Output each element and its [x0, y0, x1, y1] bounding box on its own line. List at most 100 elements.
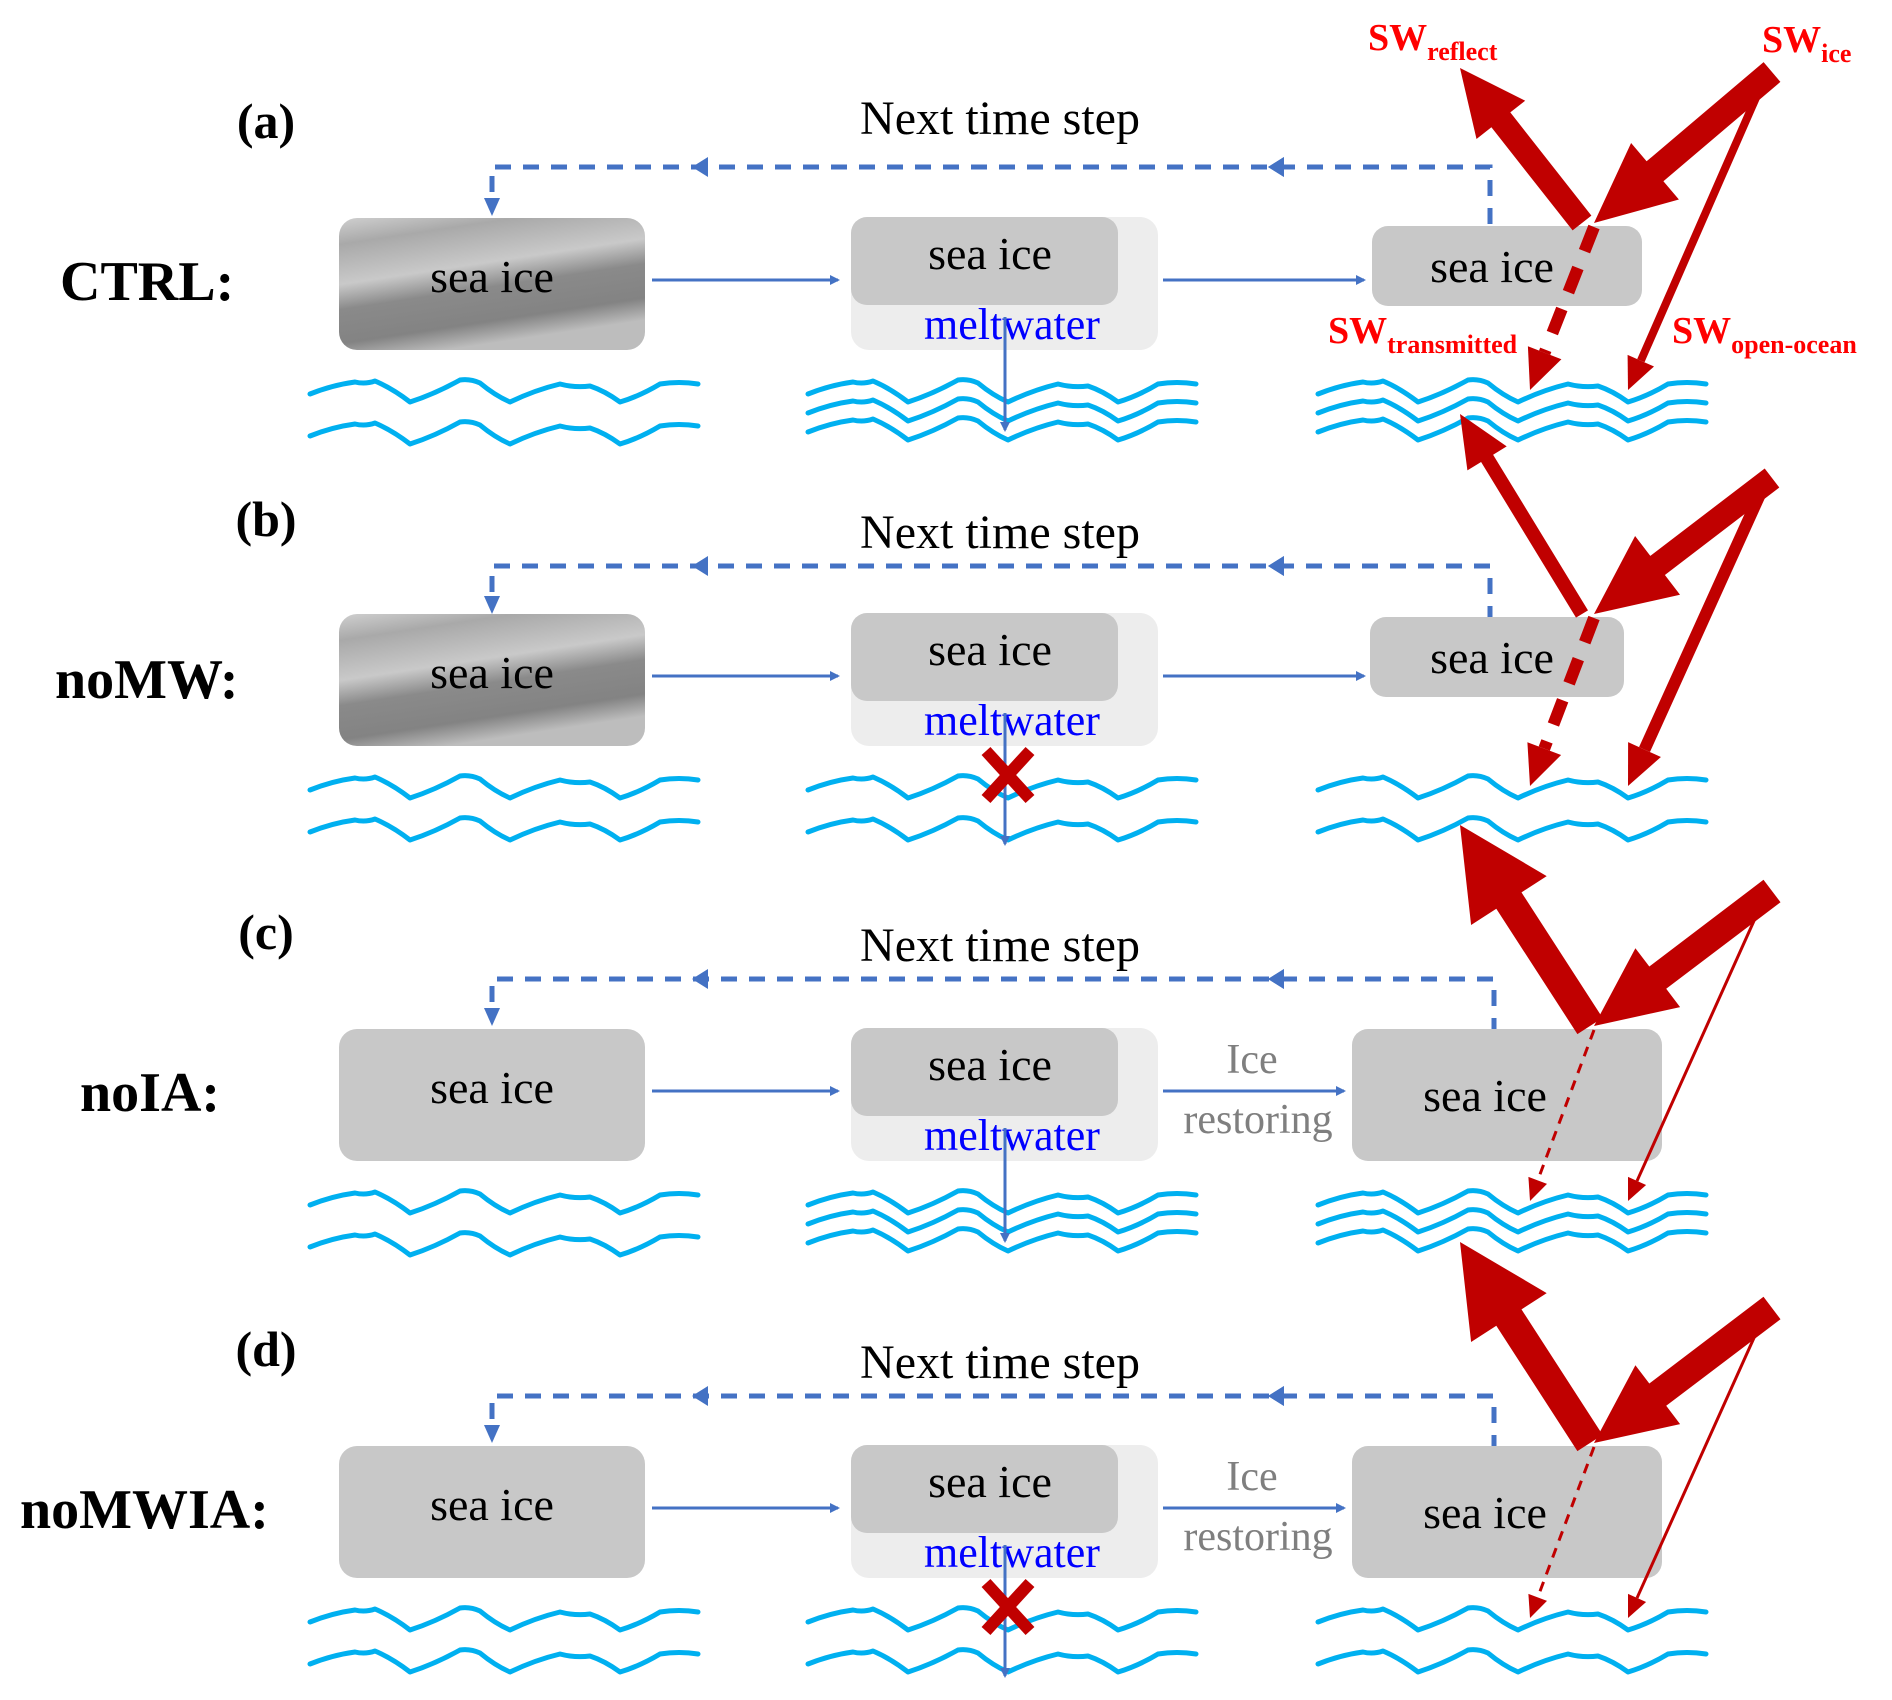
meltwater-label: meltwater — [924, 1528, 1100, 1577]
x-stroke — [981, 746, 1035, 804]
sw-reflect-label: SWreflect — [1368, 17, 1498, 66]
arrow-shaft — [1536, 1029, 1596, 1181]
chevron-left-icon — [1268, 556, 1284, 576]
water-wave-line — [307, 1188, 701, 1216]
water-wave-line — [307, 1647, 701, 1675]
panel-letter: (a) — [237, 93, 295, 149]
shortwave-radiation-arrows — [1460, 825, 1781, 1201]
next-time-step-label: Next time step — [860, 1336, 1140, 1389]
sw-ice-label: SWice — [1762, 19, 1851, 68]
arrowhead-down-icon — [484, 1008, 500, 1026]
water-wave-line — [307, 815, 701, 843]
next-time-step-feedback-arrow — [484, 1386, 1497, 1451]
sea-ice-label: sea ice — [928, 624, 1052, 675]
sea-ice-box-melting — [851, 613, 1118, 701]
chevron-left-icon — [692, 969, 708, 989]
arrow-shaft — [1538, 615, 1600, 751]
shortwave-radiation-arrows — [1460, 1242, 1781, 1618]
sw-reflected-arrow — [1460, 825, 1603, 1035]
shortwave-radiation-arrows — [1460, 62, 1781, 390]
sea-ice-box-initial — [339, 614, 645, 746]
next-time-step-label: Next time step — [860, 92, 1140, 145]
arrowhead — [1627, 354, 1654, 390]
arrowhead-down-icon — [484, 596, 500, 614]
arrowhead — [1628, 1176, 1647, 1201]
sea-ice-label: sea ice — [928, 1039, 1052, 1090]
panel-letter: (d) — [235, 1321, 296, 1377]
sw-transmitted-arrow — [1528, 1029, 1596, 1201]
arrow-shaft — [1539, 224, 1600, 355]
sea-ice-box-final — [1370, 617, 1624, 697]
dashed-line — [489, 563, 1493, 622]
water-wave-line — [805, 1188, 1199, 1216]
water-wave-line — [805, 396, 1199, 424]
arrowhead — [1628, 1593, 1647, 1618]
sea-ice-label: sea ice — [928, 228, 1052, 279]
sea-ice-box-initial — [339, 1029, 645, 1161]
arrow-shaft — [1639, 487, 1768, 753]
ice-restoring-label: restoring — [1183, 1514, 1332, 1560]
sw-open-ocean-arrow — [1628, 487, 1768, 786]
sea-ice-box-final — [1352, 1029, 1662, 1161]
sw-reflected-arrow — [1460, 68, 1592, 231]
arrowhead-down-icon — [484, 1425, 500, 1443]
ocean-left — [307, 1188, 701, 1258]
sw-transmitted-label: SWtransmitted — [1328, 310, 1518, 359]
sw-label-subscript: ice — [1821, 39, 1851, 68]
next-time-step-label: Next time step — [860, 506, 1140, 559]
water-wave-line — [805, 1647, 1199, 1675]
sw-incoming-arrow — [1594, 1296, 1781, 1443]
ocean-right — [1315, 1188, 1709, 1254]
arrowhead — [1527, 742, 1562, 786]
sea-ice-label: sea ice — [1430, 241, 1554, 292]
sw-incoming-arrow — [1594, 62, 1781, 223]
ice-restoring-label: Ice — [1226, 1037, 1277, 1083]
water-wave-line — [805, 815, 1199, 843]
water-wave-line — [1315, 377, 1709, 405]
sw-label-subscript: reflect — [1427, 37, 1498, 66]
water-wave-line — [1315, 1647, 1709, 1675]
chevron-left-icon — [692, 157, 708, 177]
sea-ice-label: sea ice — [928, 1456, 1052, 1507]
water-wave-line — [1315, 1605, 1709, 1633]
sw-incoming-arrow — [1594, 468, 1780, 614]
experiment-label: noIA: — [80, 1062, 220, 1124]
experiment-label: noMWIA: — [20, 1479, 269, 1541]
sea-ice-box-melting — [851, 1445, 1118, 1533]
arrow-shaft — [1637, 82, 1766, 363]
sw-label-main: SW — [1368, 17, 1427, 59]
water-wave-line — [805, 1226, 1199, 1254]
sea-ice-label: sea ice — [1423, 1070, 1547, 1121]
sw-open-ocean-label: SWopen-ocean — [1672, 310, 1857, 359]
water-wave-line — [805, 1207, 1199, 1235]
sw-label-subscript: transmitted — [1387, 330, 1518, 359]
panel-d: (d) noMWIA: Next time step sea ice sea ice me… — [20, 1242, 1781, 1678]
arrowhead-down-icon — [484, 198, 500, 216]
next-time-step-feedback-arrow — [484, 556, 1493, 622]
water-wave-line — [805, 415, 1199, 443]
arrow-shaft — [1536, 1446, 1596, 1598]
x-stroke — [981, 1578, 1035, 1636]
sea-ice-label: sea ice — [430, 1479, 554, 1530]
chevron-left-icon — [692, 556, 708, 576]
sw-label-subscript: open-ocean — [1731, 330, 1857, 359]
sea-ice-label: sea ice — [1430, 632, 1554, 683]
ocean-left — [307, 773, 701, 843]
chevron-left-icon — [1268, 969, 1284, 989]
water-wave-line — [1315, 396, 1709, 424]
water-wave-line — [1315, 1226, 1709, 1254]
sw-label-main: SW — [1762, 19, 1821, 61]
ocean-right — [1315, 377, 1709, 443]
chevron-left-icon — [692, 1386, 708, 1406]
water-wave-line — [1315, 415, 1709, 443]
sw-open-ocean-arrow — [1628, 1319, 1764, 1618]
sea-ice-label: sea ice — [430, 251, 554, 302]
meltwater-label: meltwater — [924, 696, 1100, 745]
arrow-shaft — [1635, 902, 1764, 1182]
sw-label-main: SW — [1328, 310, 1387, 352]
sea-ice-box-initial — [339, 218, 645, 350]
sea-ice-box-final — [1352, 1446, 1662, 1578]
